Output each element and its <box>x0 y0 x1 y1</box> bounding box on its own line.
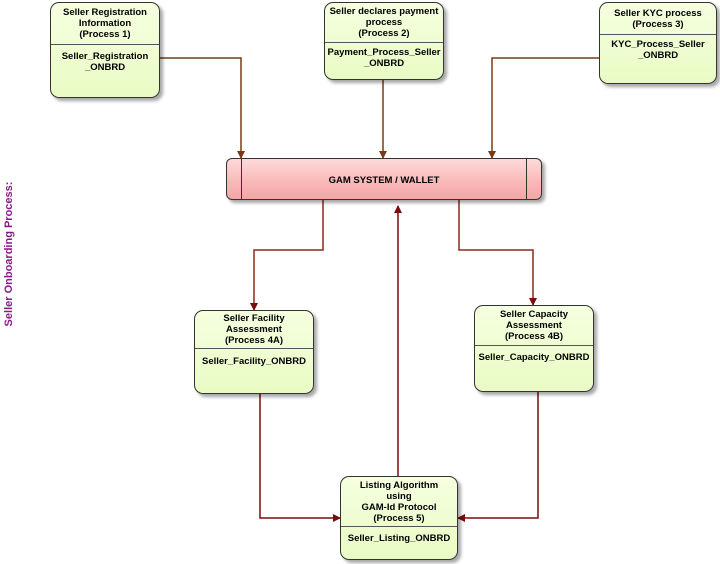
header-line: Seller Facility <box>223 313 285 324</box>
header-line: process <box>365 17 403 28</box>
process-datastore: Seller_Facility_ONBRD <box>195 349 313 367</box>
datastore-line: _ONBRD <box>363 58 405 69</box>
gam-system-wallet-label: GAM SYSTEM / WALLET <box>328 175 440 186</box>
process-datastore: Seller_Registration _ONBRD <box>51 45 159 73</box>
process-header: Seller Facility Assessment (Process 4A) <box>195 311 313 349</box>
header-line: Seller Capacity <box>499 309 569 320</box>
header-line: (Process 4A) <box>224 335 284 346</box>
wallet-right-bar <box>526 159 527 199</box>
datastore-line: Seller_Facility_ONBRD <box>201 356 306 367</box>
process-header: Seller KYC process (Process 3) <box>600 3 716 35</box>
header-line: Assessment <box>226 324 282 335</box>
process-header: Seller Registration Information (Process… <box>51 3 159 45</box>
header-line: (Process 5) <box>373 512 425 524</box>
header-line: Information <box>78 18 132 29</box>
datastore-line: Seller_Listing_ONBRD <box>347 533 451 544</box>
header-line: GAM-Id Protocol <box>361 501 437 513</box>
arrow-gam-to-process4a <box>250 200 324 311</box>
side-title-label: Seller Onboarding Process: <box>3 181 15 327</box>
header-line: (Process 2) <box>358 28 410 39</box>
process-header: Seller Capacity Assessment (Process 4B) <box>475 306 593 346</box>
arrow-process3-to-gam <box>488 57 599 159</box>
gam-system-wallet-box: GAM SYSTEM / WALLET <box>226 158 542 200</box>
header-line: Seller Registration <box>63 7 147 18</box>
header-line: Seller KYC process <box>614 7 702 19</box>
process-datastore: KYC_Process_Seller _ONBRD <box>600 35 716 61</box>
process-header: Listing Algorithm using GAM-Id Protocol … <box>341 477 457 527</box>
datastore-line: Payment_Process_Seller <box>327 47 441 58</box>
process-datastore: Seller_Capacity_ONBRD <box>475 346 593 363</box>
header-line: Listing Algorithm <box>359 479 439 491</box>
process-3-seller-kyc: Seller KYC process (Process 3) KYC_Proce… <box>599 2 717 84</box>
process-4b-seller-capacity: Seller Capacity Assessment (Process 4B) … <box>474 305 594 392</box>
arrow-process4b-to-process5 <box>457 392 539 522</box>
arrow-process1-to-gam <box>160 57 245 159</box>
process-datastore: Payment_Process_Seller _ONBRD <box>325 43 443 69</box>
datastore-line: KYC_Process_Seller <box>611 39 705 50</box>
header-line: (Process 1) <box>79 29 131 40</box>
header-line: Seller declares payment <box>329 6 439 17</box>
header-line: Assessment <box>506 320 562 331</box>
datastore-line: Seller_Registration <box>61 51 149 62</box>
process-4a-seller-facility: Seller Facility Assessment (Process 4A) … <box>194 310 314 394</box>
arrow-gam-to-process4b <box>458 200 537 306</box>
process-2-payment-declaration: Seller declares payment process (Process… <box>324 2 444 80</box>
arrow-process4a-to-process5 <box>259 394 341 522</box>
header-line: (Process 4B) <box>504 331 564 342</box>
process-1-seller-registration: Seller Registration Information (Process… <box>50 2 160 98</box>
datastore-line: Seller_Capacity_ONBRD <box>478 352 590 363</box>
process-5-listing-algorithm: Listing Algorithm using GAM-Id Protocol … <box>340 476 458 560</box>
process-datastore: Seller_Listing_ONBRD <box>341 527 457 544</box>
datastore-line: _ONBRD <box>84 62 126 73</box>
header-line: using <box>386 490 412 502</box>
header-line: (Process 3) <box>632 18 684 30</box>
datastore-line: _ONBRD <box>637 50 679 61</box>
wallet-left-bar <box>241 159 242 199</box>
process-header: Seller declares payment process (Process… <box>325 3 443 43</box>
